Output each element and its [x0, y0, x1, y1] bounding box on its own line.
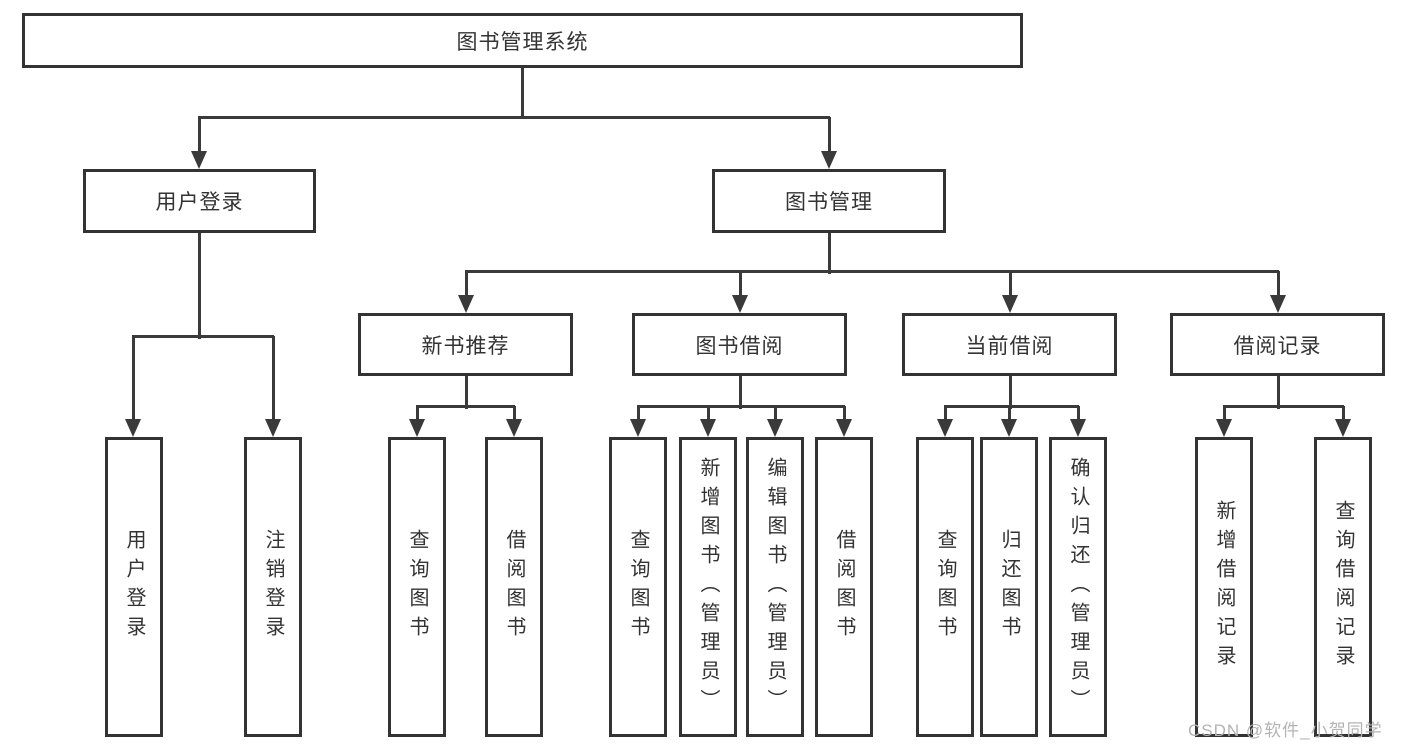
leaf-borrowing-add-books-admin: 新增图书（管理员）: [679, 437, 737, 737]
arrowhead-down-icon: [767, 419, 783, 437]
connector-line: [513, 406, 516, 421]
connector-line: [1342, 406, 1345, 421]
arrowhead-down-icon: [821, 151, 837, 169]
connector-line: [521, 68, 524, 119]
node-borrowing-records: 借阅记录: [1170, 313, 1385, 376]
connector-line: [637, 405, 845, 408]
connector-line: [1009, 376, 1012, 409]
connector-line: [1009, 271, 1012, 297]
leaf-current-confirm-return-admin: 确认归还（管理员）: [1049, 437, 1107, 737]
connector-line: [1277, 376, 1280, 409]
leaf-logout: 注销登录: [244, 437, 302, 737]
arrowhead-down-icon: [458, 295, 474, 313]
arrowhead-down-icon: [506, 419, 522, 437]
connector-line: [416, 406, 419, 421]
connector-line: [944, 406, 947, 421]
leaf-borrowing-edit-books-admin: 编辑图书（管理员）: [746, 437, 804, 737]
leaf-records-add-record: 新增借阅记录: [1195, 437, 1253, 737]
leaf-records-query-record: 查询借阅记录: [1314, 437, 1372, 737]
node-book-management-branch: 图书管理: [712, 169, 946, 233]
leaf-current-query-books: 查询图书: [916, 437, 974, 737]
connector-line: [132, 335, 274, 338]
connector-line: [1223, 405, 1344, 408]
connector-line: [637, 406, 640, 421]
connector-line: [707, 406, 710, 421]
node-current-borrowing: 当前借阅: [902, 313, 1117, 376]
connector-line: [198, 116, 830, 119]
connector-line: [1277, 271, 1280, 297]
arrowhead-down-icon: [191, 151, 207, 169]
connector-line: [132, 336, 135, 421]
arrowhead-down-icon: [732, 295, 748, 313]
arrowhead-down-icon: [836, 419, 852, 437]
connector-line: [198, 233, 201, 339]
connector-line: [465, 270, 1279, 273]
arrowhead-down-icon: [700, 419, 716, 437]
connector-line: [272, 336, 275, 421]
node-user-login-branch: 用户登录: [83, 169, 316, 233]
leaf-user-login: 用户登录: [105, 437, 163, 737]
connector-line: [739, 376, 742, 409]
connector-line: [1223, 406, 1226, 421]
connector-line: [739, 271, 742, 297]
arrowhead-down-icon: [630, 419, 646, 437]
connector-line: [416, 405, 515, 408]
connector-line: [1077, 406, 1080, 421]
connector-line: [828, 233, 831, 274]
arrowhead-down-icon: [1070, 419, 1086, 437]
arrowhead-down-icon: [1335, 419, 1351, 437]
connector-line: [465, 271, 468, 297]
leaf-borrowing-borrow-books: 借阅图书: [815, 437, 873, 737]
watermark: CSDN @软件_小贺同学: [1188, 721, 1383, 740]
arrowhead-down-icon: [1270, 295, 1286, 313]
connector-line: [465, 376, 468, 409]
leaf-borrowing-query-books: 查询图书: [609, 437, 667, 737]
arrowhead-down-icon: [125, 419, 141, 437]
node-new-book-recommend: 新书推荐: [358, 313, 573, 376]
connector-line: [774, 406, 777, 421]
arrowhead-down-icon: [1002, 295, 1018, 313]
arrowhead-down-icon: [1001, 419, 1017, 437]
leaf-recommend-borrow-books: 借阅图书: [485, 437, 543, 737]
connector-line: [1008, 406, 1011, 421]
leaf-current-return-books: 归还图书: [980, 437, 1038, 737]
arrowhead-down-icon: [409, 419, 425, 437]
node-book-borrowing: 图书借阅: [632, 313, 847, 376]
connector-line: [944, 405, 1079, 408]
node-library-management-system: 图书管理系统: [22, 13, 1023, 68]
connector-line: [843, 406, 846, 421]
leaf-recommend-query-books: 查询图书: [388, 437, 446, 737]
arrowhead-down-icon: [265, 419, 281, 437]
connector-line: [198, 117, 201, 153]
arrowhead-down-icon: [1216, 419, 1232, 437]
connector-line: [828, 117, 831, 153]
arrowhead-down-icon: [937, 419, 953, 437]
